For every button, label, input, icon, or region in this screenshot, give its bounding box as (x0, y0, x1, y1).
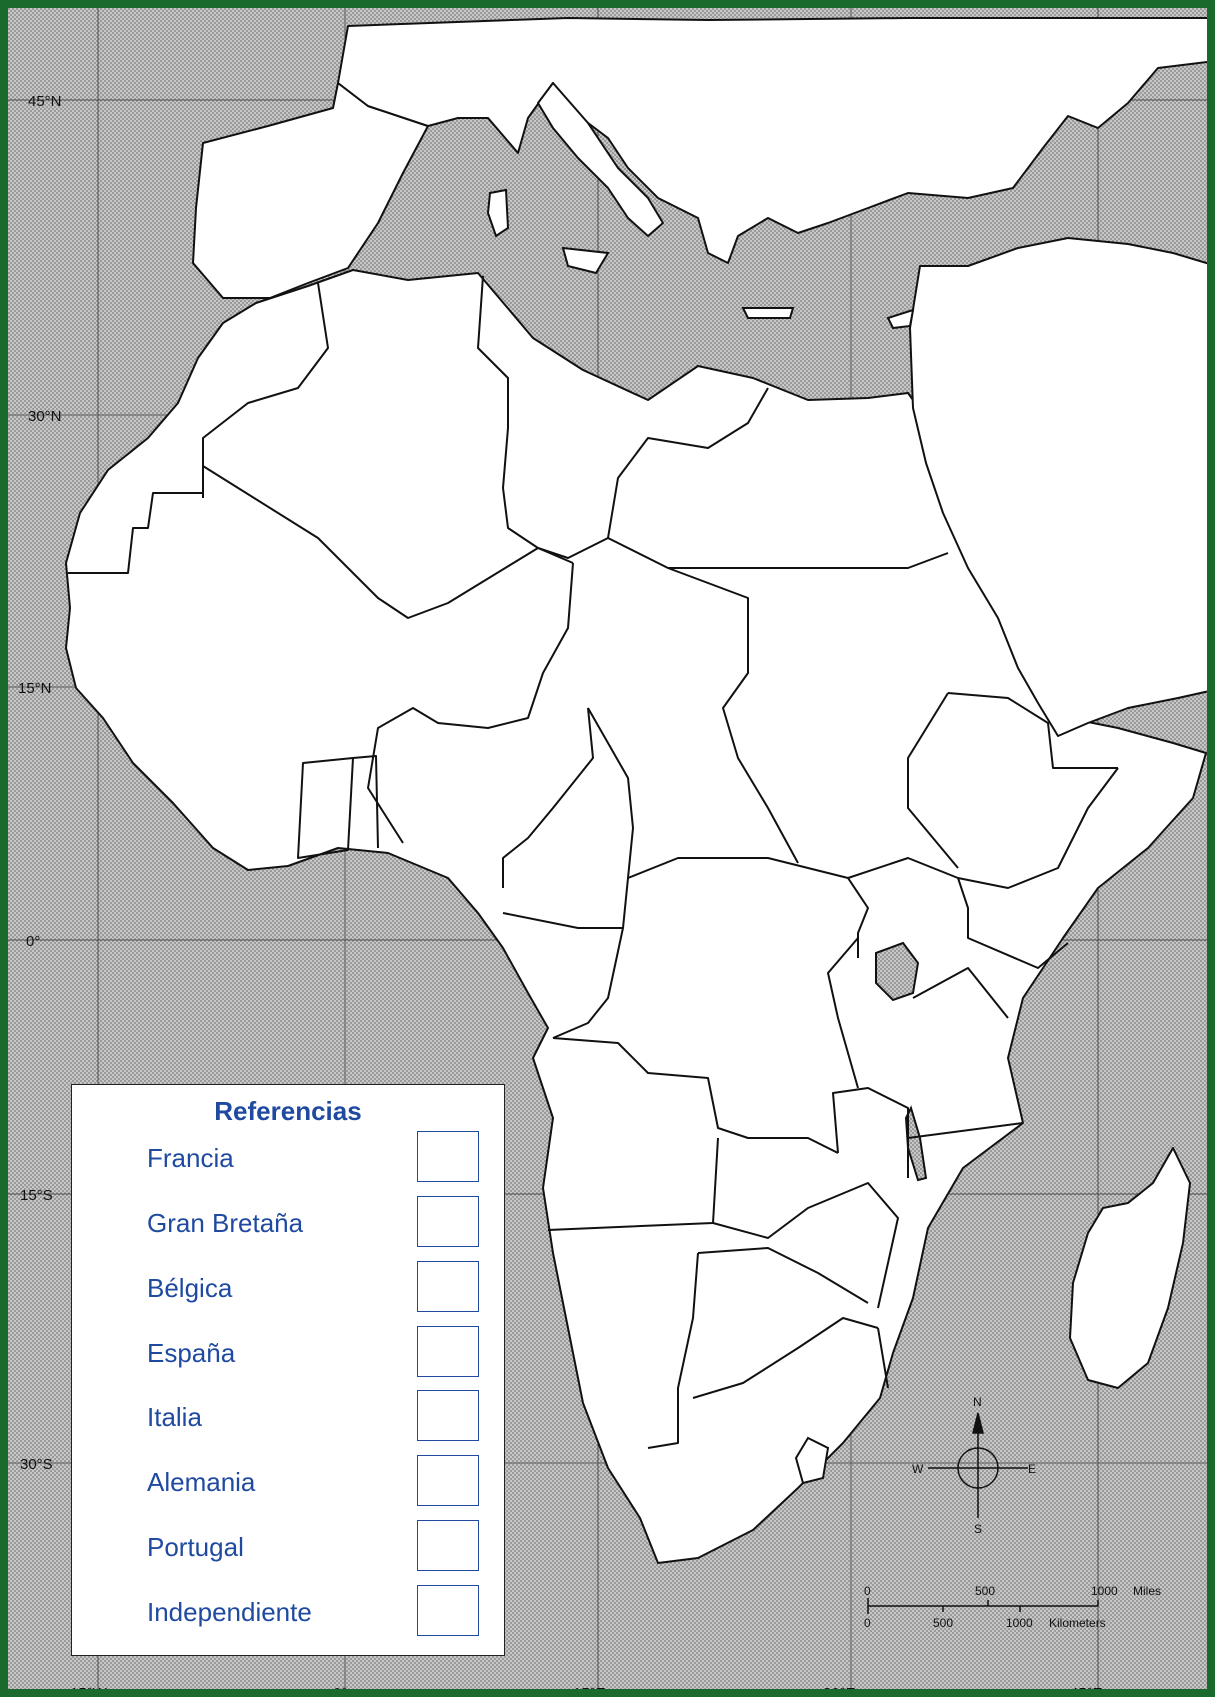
legend-color-box[interactable] (417, 1520, 479, 1571)
coordinate-labels: 45°N 30°N 15°N 0° 15°S 30°S 15°W 0° 15°E… (18, 93, 1103, 1697)
border-line (847, 767, 1119, 889)
europe-landmass (337, 17, 1207, 264)
legend-item: Portugal (147, 1518, 487, 1574)
scale-miles-tick-label: 0 (864, 1584, 871, 1598)
scale-km-tick-label: 0 (864, 1616, 871, 1630)
border-line (502, 707, 594, 888)
legend-item-label: Francia (147, 1143, 234, 1173)
sicily-island (561, 246, 610, 275)
madagascar-landmass (1069, 1147, 1191, 1389)
legend-item: Bélgica (147, 1259, 487, 1315)
compass-rose (928, 1412, 1028, 1518)
lake-malawi (904, 1105, 928, 1182)
land-masses (65, 17, 1207, 1564)
north-arrow-icon (972, 1412, 984, 1434)
border-line (367, 562, 574, 844)
border-line (202, 282, 329, 498)
compass-w-label: W (912, 1462, 924, 1476)
border-line (912, 967, 1009, 1019)
border-line (668, 552, 949, 569)
border-line (352, 755, 379, 849)
legend-item-label: Bélgica (147, 1273, 233, 1303)
compass-s-label: S (974, 1522, 982, 1536)
compass-n-label: N (973, 1395, 982, 1409)
legend-item-label: Portugal (147, 1532, 244, 1562)
legend-panel: Referencias Francia Gran Bretaña Bélgica… (71, 1084, 505, 1656)
legend-item-label: Gran Bretaña (147, 1208, 304, 1238)
crete-island (741, 307, 795, 319)
scale-miles-tick-label: 1000 (1091, 1584, 1118, 1598)
lesotho-shape (794, 1436, 830, 1485)
scale-km-tick-label: 1000 (1006, 1616, 1033, 1630)
arabia-landmass (909, 237, 1207, 737)
lat-label: 45°N (28, 93, 62, 110)
lon-label: 15°W (70, 1685, 108, 1697)
border-line (552, 1037, 839, 1154)
border-line (647, 1252, 699, 1449)
border-line (907, 1122, 1024, 1139)
legend-item: España (147, 1324, 487, 1380)
lon-label: 45°E (1070, 1685, 1103, 1697)
legend-item: Independiente (147, 1583, 487, 1639)
scale-miles-unit: Miles (1133, 1584, 1161, 1598)
border-line (877, 1327, 889, 1389)
legend-item-label: Italia (147, 1402, 202, 1432)
africa-landmass (65, 269, 1207, 1564)
inland-water (875, 941, 928, 1182)
border-line (832, 1087, 909, 1178)
scale-bar (867, 1598, 1099, 1614)
legend-title: Referencias (214, 1096, 362, 1126)
legend-item: Gran Bretaña (147, 1194, 487, 1250)
border-line (957, 877, 1069, 969)
iberia-landmass (192, 82, 429, 299)
border-line (712, 1182, 899, 1309)
legend-item-label: Alemania (147, 1467, 256, 1497)
border-line (552, 927, 624, 1039)
lat-label: 30°S (20, 1456, 53, 1473)
border-line (907, 692, 959, 869)
lon-label: 30°E (823, 1685, 856, 1697)
lat-label: 0° (26, 933, 40, 950)
border-line (692, 1317, 879, 1399)
compass-e-label: E (1028, 1462, 1036, 1476)
border-line (297, 757, 354, 859)
legend-item-label: España (147, 1338, 236, 1368)
border-line (827, 937, 859, 1089)
border-line (477, 275, 609, 559)
border-line (607, 537, 799, 864)
lat-label: 30°N (28, 408, 62, 425)
scale-km-unit: Kilometers (1049, 1616, 1106, 1630)
sardinia-island (486, 188, 510, 238)
lon-label: 15°E (573, 1685, 606, 1697)
legend-color-box[interactable] (417, 1390, 479, 1441)
borders (68, 275, 1119, 1449)
legend-color-box[interactable] (417, 1131, 479, 1182)
lat-label: 15°N (18, 680, 52, 697)
legend-item: Francia (147, 1129, 487, 1185)
scale-miles-tick-label: 500 (975, 1584, 995, 1598)
lat-label: 15°S (20, 1187, 53, 1204)
border-line (607, 387, 769, 539)
legend-item-label: Independiente (147, 1597, 312, 1627)
legend-color-box[interactable] (417, 1585, 479, 1636)
border-line (697, 1247, 869, 1304)
lon-label: 0° (333, 1685, 347, 1697)
cyprus-island (886, 308, 915, 330)
italy-landmass (537, 82, 664, 237)
border-line (947, 692, 1118, 769)
legend-item: Alemania (147, 1453, 487, 1509)
lake-victoria (875, 941, 920, 1002)
legend-color-box[interactable] (417, 1326, 479, 1377)
legend-color-box[interactable] (417, 1261, 479, 1312)
legend-color-box[interactable] (417, 1455, 479, 1506)
border-line (68, 492, 203, 574)
islands (486, 188, 915, 1485)
legend-color-box[interactable] (417, 1196, 479, 1247)
scale-km-tick-label: 500 (933, 1616, 953, 1630)
legend-item: Italia (147, 1388, 487, 1444)
